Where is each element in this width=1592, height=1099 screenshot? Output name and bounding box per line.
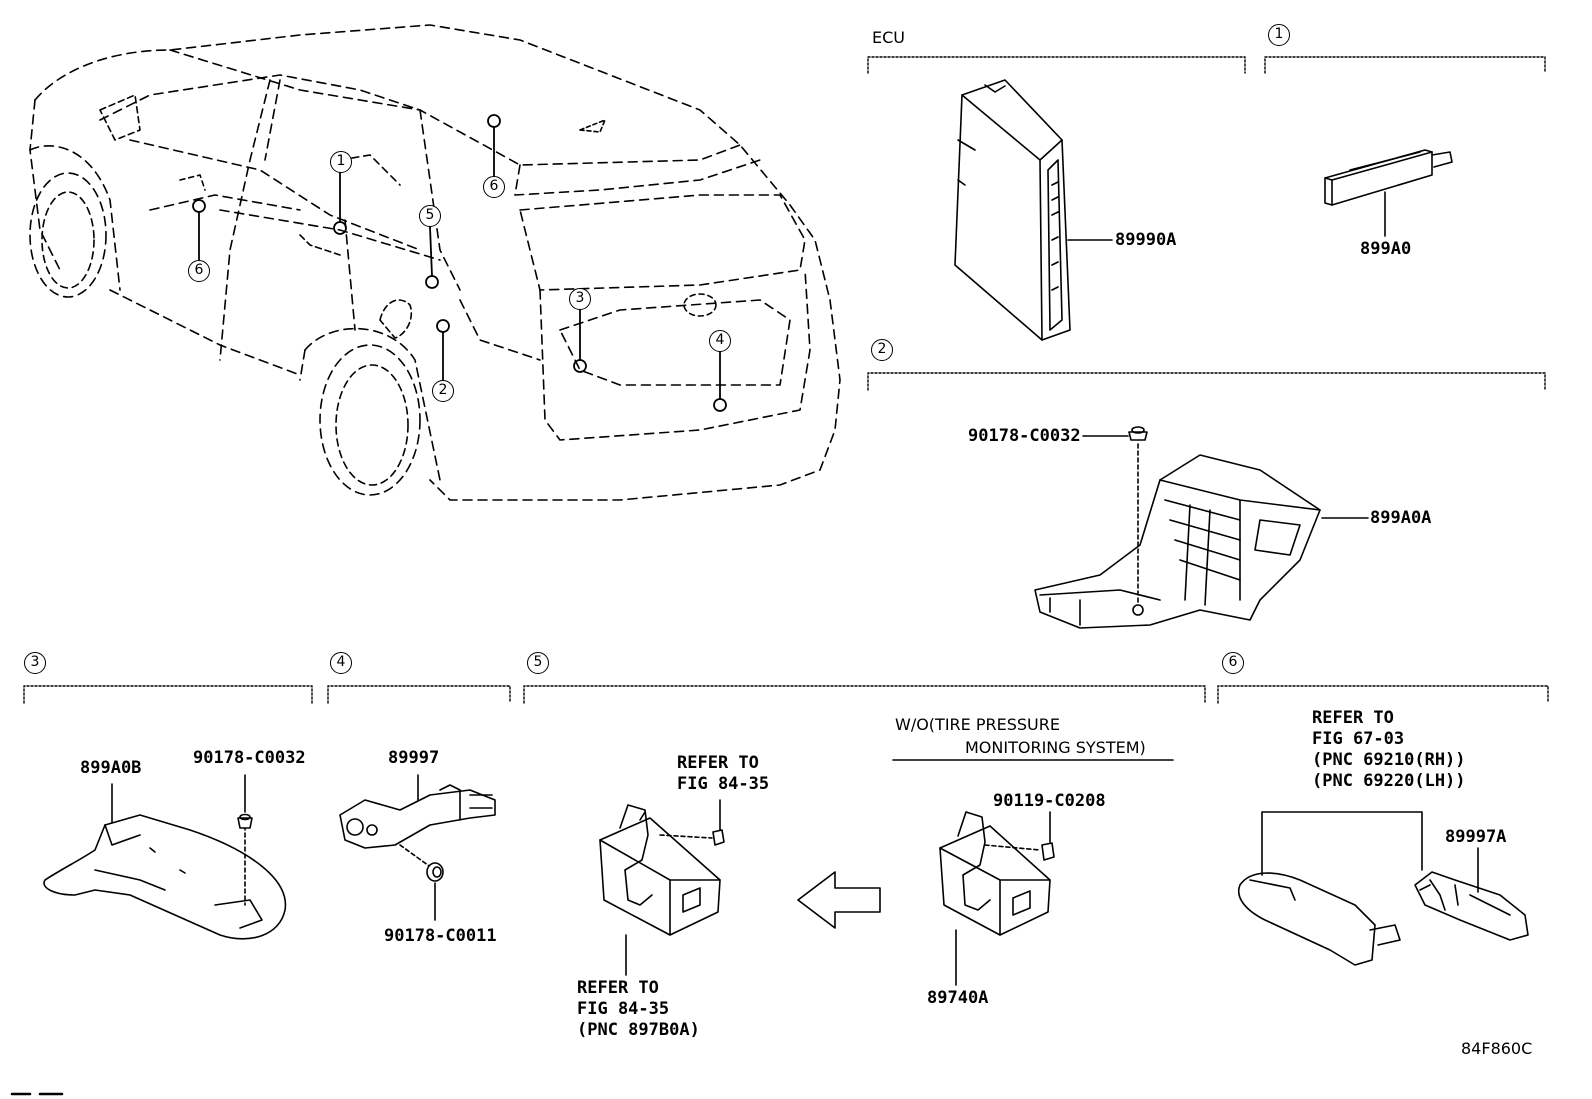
part-899A0B: 899A0B: [80, 758, 142, 778]
section-4-marker: 4: [330, 652, 352, 674]
section-5-marker: 5: [527, 652, 549, 674]
callout-3-vehicle: 3: [569, 288, 591, 310]
vehicle-outline: [29, 24, 841, 501]
position-sensor: [339, 774, 496, 921]
note-refer-6-line1: REFER TO: [1312, 708, 1394, 728]
section-6-marker: 6: [1222, 652, 1244, 674]
note-refer-bottom-line1: REFER TO: [577, 978, 659, 998]
part-90178-C0032-cover: 90178-C0032: [193, 748, 306, 768]
section-1-marker: 1: [1268, 24, 1290, 46]
part-89997A: 89997A: [1445, 827, 1507, 847]
ecu-module: [954, 79, 1113, 341]
part-90178-C0011: 90178-C0011: [384, 926, 497, 946]
vehicle-sensor-markers: [192, 114, 727, 412]
section-brackets: [23, 56, 1549, 704]
callout-1-vehicle: 1: [330, 151, 352, 173]
note-refer-bottom-line3: (PNC 897B0A): [577, 1020, 700, 1040]
section-ecu-label: ECU: [872, 28, 905, 47]
part-899A0A: 899A0A: [1370, 508, 1432, 528]
figure-id: 84F860C: [1461, 1039, 1533, 1058]
callout-4-vehicle: 4: [709, 330, 731, 352]
floor-cover: [43, 774, 287, 940]
note-refer-6-line2: FIG 67-03: [1312, 729, 1405, 749]
note-refer-6-line4: (PNC 69220(LH)): [1312, 771, 1466, 791]
arrow-left-icon: [797, 871, 881, 929]
section-3-marker: 3: [24, 652, 46, 674]
note-refer-bottom-line2: FIG 84-35: [577, 999, 670, 1019]
callout-5-vehicle: 5: [419, 205, 441, 227]
part-90119-C0208: 90119-C0208: [993, 791, 1106, 811]
note-refer-6-line3: (PNC 69210(RH)): [1312, 750, 1466, 770]
callout-2-vehicle: 2: [432, 380, 454, 402]
antenna-module: [1324, 149, 1453, 237]
tpms-module-left: [599, 799, 725, 976]
note-wo-line1: W/O(TIRE PRESSURE: [895, 715, 1060, 734]
callout-6-vehicle-front: 6: [188, 260, 210, 282]
part-89740A: 89740A: [927, 988, 989, 1008]
note-refer-top-line2: FIG 84-35: [677, 774, 770, 794]
note-refer-top-line1: REFER TO: [677, 753, 759, 773]
part-899A0: 899A0: [1360, 239, 1412, 259]
section-2-marker: 2: [871, 339, 893, 361]
receiver-bracket: [1034, 426, 1369, 629]
door-handle: [1238, 811, 1423, 966]
callout-6-vehicle-rear: 6: [483, 176, 505, 198]
door-handle-sensor: [1414, 847, 1529, 941]
part-89997: 89997: [388, 748, 440, 768]
part-89990A: 89990A: [1115, 230, 1177, 250]
note-wo-line2: MONITORING SYSTEM): [965, 738, 1146, 757]
tpms-module-right: [892, 759, 1174, 986]
part-90178-C0032-ecu: 90178-C0032: [968, 426, 1081, 446]
